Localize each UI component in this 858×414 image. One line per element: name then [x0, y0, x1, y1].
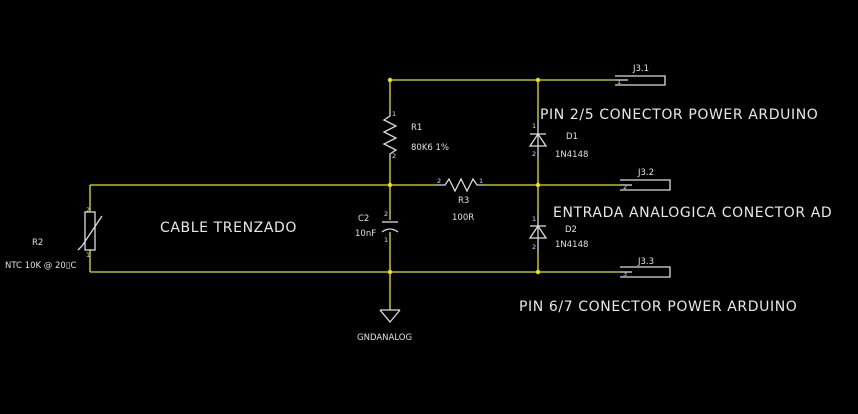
- connector-j33: 3 J3.3: [620, 257, 671, 278]
- capacitor-c2: 2 1 C2 10nF: [355, 210, 399, 244]
- resistor-r3-symbol: [435, 177, 485, 193]
- thermistor-r2-slash: [77, 215, 103, 251]
- d2-ref: D2: [565, 225, 577, 235]
- c2-value: 10nF: [355, 229, 376, 239]
- d2-pin-label: 1: [532, 215, 536, 223]
- r2-value: NTC 10K @ 20▯C: [5, 261, 76, 271]
- r3-value: 100R: [452, 213, 474, 223]
- thermistor-r2: 2 1 R2 NTC 10K @ 20▯C: [5, 206, 103, 271]
- j31-pin-label: 1: [617, 78, 621, 86]
- connector-j31-body: [615, 75, 666, 86]
- d1-pin-label: 1: [532, 122, 536, 130]
- j31-label: J3.1: [632, 64, 649, 74]
- gnd-label: GNDANALOG: [357, 333, 412, 343]
- resistor-r3: 2 1 R3 100R: [435, 177, 485, 223]
- connector-j33-body: [620, 266, 671, 278]
- diode-d2: 1 2 D2 1N4148: [528, 215, 588, 252]
- label-entrada: ENTRADA ANALOGICA CONECTOR AD: [553, 205, 832, 221]
- d2-pin-label-2: 2: [532, 243, 536, 251]
- d1-value: 1N4148: [555, 150, 588, 160]
- junction-top-diode: [535, 77, 541, 83]
- label-cable: CABLE TRENZADO: [160, 220, 297, 236]
- junctions: [387, 77, 541, 275]
- ground-symbol: GNDANALOG: [357, 309, 412, 343]
- resistor-r1-symbol: [382, 110, 398, 160]
- connector-j32: 2 J3.2: [620, 168, 671, 191]
- r3-pin-label-2: 1: [479, 177, 483, 185]
- junction-mid-diode: [535, 182, 541, 188]
- ground-triangle: [379, 309, 401, 324]
- resistor-r1: 1 2 R1 80K6 1%: [382, 110, 449, 160]
- label-pin67: PIN 6/7 CONECTOR POWER ARDUINO: [519, 299, 797, 315]
- junction-bottom-diode: [535, 269, 541, 275]
- c2-pin-label: 2: [384, 210, 388, 218]
- j32-pin-label: 2: [623, 183, 627, 191]
- junction-bottom-c2: [387, 269, 393, 275]
- c2-ref: C2: [358, 214, 369, 224]
- d1-pin-label-2: 2: [532, 150, 536, 158]
- r3-pin-label: 2: [437, 177, 441, 185]
- r1-value: 80K6 1%: [411, 143, 449, 153]
- junction-top-r1: [387, 77, 393, 83]
- diode-d1: 1 2 D1 1N4148: [528, 120, 588, 160]
- c2-pin-label-2: 1: [384, 236, 388, 244]
- d2-value: 1N4148: [555, 240, 588, 250]
- connector-j32-body: [620, 179, 671, 191]
- r2-pin-label-2: 1: [86, 251, 90, 259]
- j33-pin-label: 3: [623, 270, 627, 278]
- connector-j31: 1 J3.1: [615, 64, 666, 86]
- j33-label: J3.3: [637, 257, 654, 267]
- d1-ref: D1: [566, 132, 578, 142]
- junction-mid-r1: [387, 182, 393, 188]
- j32-label: J3.2: [637, 168, 654, 178]
- thermistor-r2-body: [84, 211, 96, 251]
- r2-pin-label: 2: [86, 206, 90, 214]
- label-pin25: PIN 2/5 CONECTOR POWER ARDUINO: [540, 107, 818, 123]
- r1-ref: R1: [411, 123, 422, 133]
- r2-ref: R2: [32, 238, 43, 248]
- wires: [89, 79, 620, 310]
- r1-pin-label-2: 2: [392, 152, 396, 160]
- r3-ref: R3: [458, 196, 469, 206]
- r1-pin-label: 1: [392, 110, 396, 118]
- capacitor-c2-plate-bottom: [381, 228, 399, 233]
